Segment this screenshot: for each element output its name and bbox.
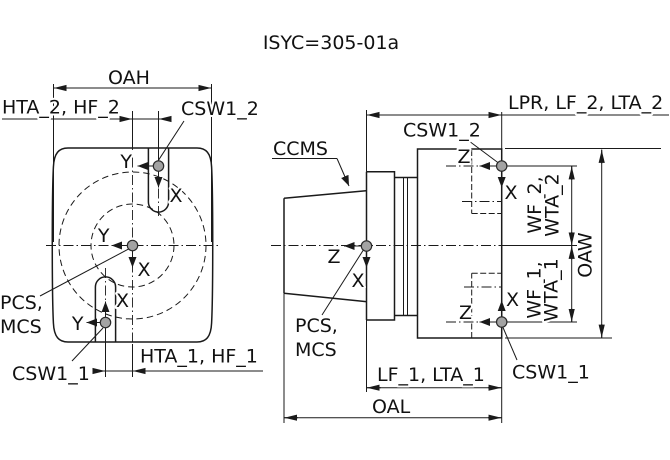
csw1-1-label: CSW1_1 <box>512 362 590 384</box>
origin-point-side <box>360 240 373 252</box>
neck-outline <box>394 176 418 317</box>
pcs-mcs-leader <box>39 248 129 297</box>
y-axis-label: Y <box>71 313 84 335</box>
z-axis-label: Z <box>457 146 470 168</box>
origin-point-front <box>126 239 139 252</box>
z-axis-label: Z <box>327 246 340 268</box>
side-view: CCMS LPR, LF_2, LTA_2 CSW1_2 PCS, MCS LF… <box>271 90 669 423</box>
front-view: OAH HTA_2, HF_2 CSW1_2 PCS, MCS CSW1_1 H… <box>0 65 263 387</box>
csw1-2-leader <box>156 120 185 164</box>
hidden-slot-bottom <box>471 272 501 338</box>
lpr-lf2-lta2-dimension-label: LPR, LF_2, LTA_2 <box>508 92 663 114</box>
pcs-mcs-label-line1: PCS, <box>0 292 43 314</box>
csw1-1-label: CSW1_1 <box>12 363 90 385</box>
csw1-1-leader <box>502 327 518 361</box>
y-axis-label: Y <box>119 151 132 173</box>
lf1-lta1-dimension-label: LF_1, LTA_1 <box>377 364 485 386</box>
keyway-point-bottom-side <box>495 316 508 328</box>
pcs-mcs-label-line2: MCS <box>295 339 337 361</box>
hta2-hf2-dimension-label: HTA_2, HF_2 <box>2 97 120 119</box>
hidden-slot-top <box>471 150 501 214</box>
x-axis-label: X <box>506 289 519 311</box>
pcs-mcs-leader <box>321 249 365 316</box>
x-axis-label: X <box>352 270 365 292</box>
page-title: ISYC=305-01a <box>263 32 399 54</box>
x-axis-label: X <box>116 290 129 312</box>
ccms-leader <box>336 158 350 187</box>
wf1-wta1-dimension-label-line2: WTA_1 <box>541 258 563 322</box>
keyway-point-top <box>152 160 165 172</box>
csw1-1-leader <box>71 327 104 362</box>
oal-dimension-label: OAL <box>372 396 411 418</box>
x-axis-label: X <box>505 182 518 204</box>
oah-dimension-label: OAH <box>108 67 150 89</box>
x-axis-label: X <box>170 185 183 207</box>
wf2-wta2-dimension-label-line1: WF_2, <box>524 176 546 233</box>
wf2-wta2-dimension-label-line2: WTA_2 <box>542 173 564 237</box>
y-axis-label: Y <box>97 225 110 247</box>
pcs-mcs-label-line2: MCS <box>0 316 42 338</box>
ccms-label: CCMS <box>273 138 328 160</box>
keyway-point-top-side <box>495 160 508 172</box>
z-axis-label: Z <box>459 302 472 324</box>
csw1-2-label: CSW1_2 <box>403 120 481 142</box>
oaw-dimension-label: OAW <box>575 232 597 278</box>
x-axis-label: X <box>138 259 151 281</box>
csw1-2-leader <box>468 140 499 164</box>
pcs-mcs-label-line1: PCS, <box>295 315 338 337</box>
wf1-wta1-dimension-label-line1: WF_1, <box>524 261 546 318</box>
keyway-point-bottom <box>99 316 112 329</box>
hta1-hf1-dimension-label: HTA_1, HF_1 <box>140 346 258 368</box>
csw1-2-label: CSW1_2 <box>181 98 259 120</box>
